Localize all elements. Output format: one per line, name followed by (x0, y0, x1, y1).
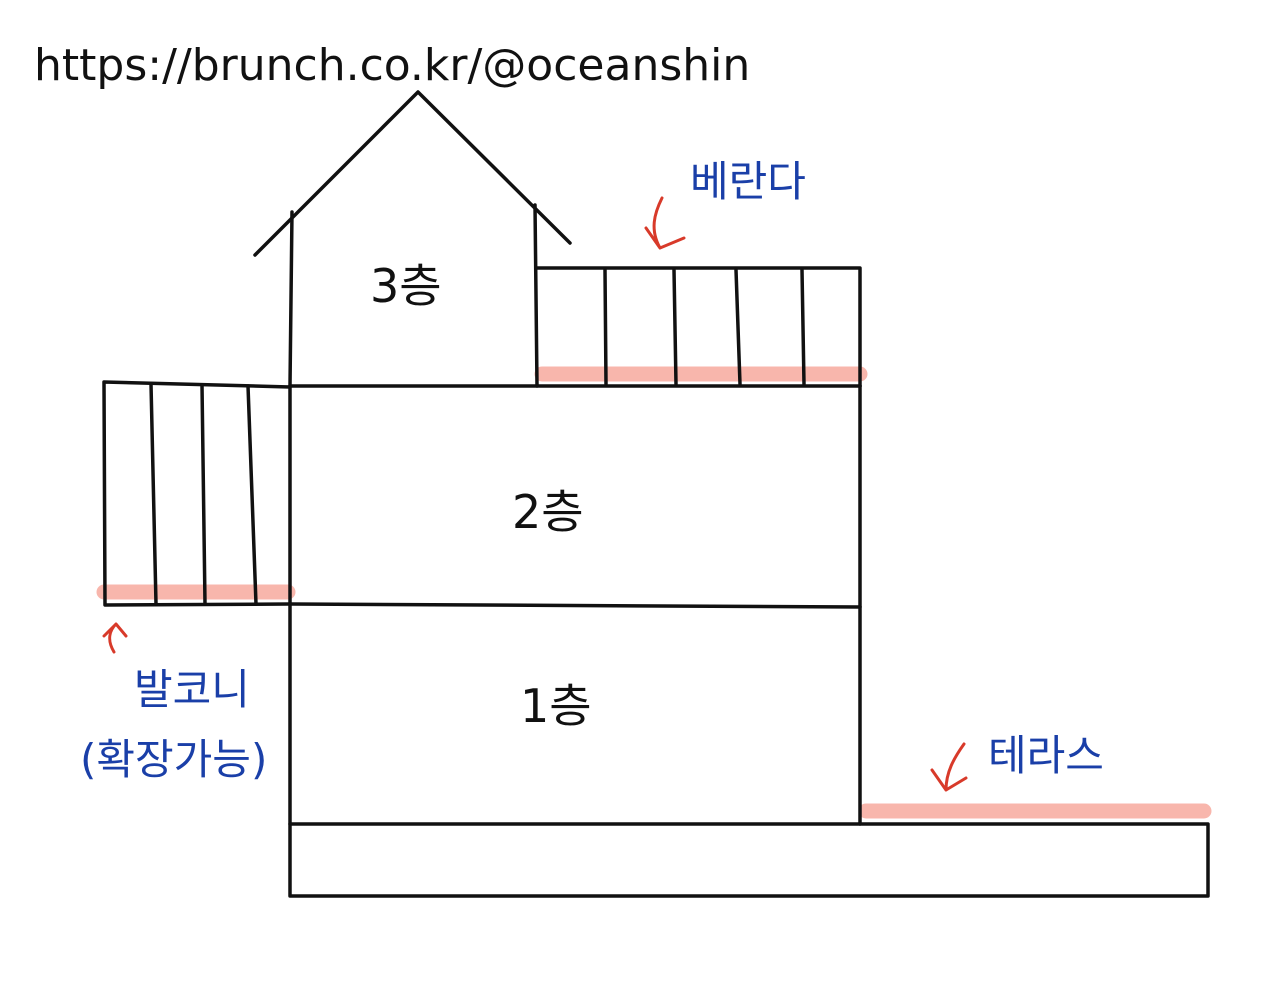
balcony-rail-post (200, 383, 207, 606)
balcony-arrow (102, 622, 128, 654)
balcony-railing-outline (102, 380, 292, 607)
balcony-expandable-note: (확장가능) (80, 735, 267, 784)
veranda-railing-outline (535, 266, 862, 388)
terrace-label: 테라스 (988, 731, 1104, 780)
balcony-rail-post (149, 382, 158, 606)
third-floor-label: 3층 (370, 259, 442, 313)
second-floor-slab (288, 602, 862, 609)
veranda-rail-post (734, 268, 742, 386)
ground-base-slab (288, 822, 1210, 898)
roof-line (253, 90, 572, 257)
terrace-arrow (930, 742, 968, 792)
third-floor-right-wall (533, 203, 539, 388)
veranda-rail-post (800, 268, 806, 386)
second-floor-label: 2층 (512, 485, 584, 539)
veranda-label: 베란다 (690, 157, 806, 206)
veranda-arrow (644, 196, 686, 250)
first-floor-label: 1층 (520, 679, 592, 733)
balcony-rail-post (246, 384, 258, 606)
veranda-rail-post (672, 268, 678, 386)
balcony-label: 발코니 (134, 665, 250, 714)
veranda-rail-post (603, 268, 608, 386)
source-url-text: https://brunch.co.kr/@oceanshin (34, 40, 750, 91)
third-floor-left-wall (288, 210, 294, 388)
